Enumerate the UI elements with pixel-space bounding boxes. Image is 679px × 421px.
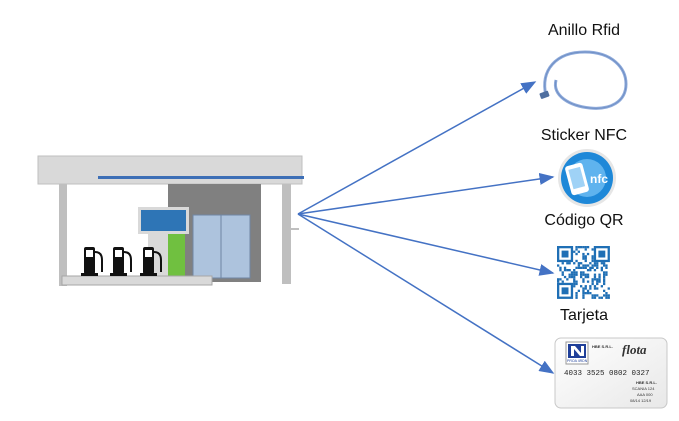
arrow-to-card — [297, 213, 555, 374]
nfc-sticker-icon: nfc — [558, 149, 616, 207]
card-number: 4033 3525 0802 0327 — [564, 370, 650, 378]
label-tarjeta: Tarjeta — [559, 307, 609, 324]
card-brand: flota — [622, 342, 647, 357]
canopy — [37, 155, 303, 185]
card-holder-line3: AAA 000 — [637, 392, 653, 397]
card-logo-small-text: HBE S.R.L. — [592, 344, 613, 349]
qr-code-icon — [555, 244, 612, 301]
arrow-to-rfid — [297, 81, 537, 215]
card-holder-line2: SCANIA 124 — [632, 386, 655, 391]
card-logo-brand-text: PROA 4RDN — [567, 359, 588, 363]
right-column — [282, 184, 291, 284]
connector-arrows — [297, 81, 555, 374]
fuel-pump-2 — [110, 247, 132, 276]
shop-window-left — [192, 214, 222, 279]
shop-window-right — [220, 214, 251, 279]
fuel-pump-1 — [81, 247, 103, 276]
arrow-to-nfc — [297, 173, 555, 215]
rfid-ring-icon — [539, 50, 628, 110]
canopy-stripe — [98, 176, 304, 179]
gas-station-icon — [37, 155, 304, 286]
fuel-pump-3 — [140, 247, 162, 276]
left-column — [59, 184, 67, 286]
ground-slab — [61, 275, 213, 286]
label-codigo-qr: Código QR — [544, 212, 624, 229]
nfc-logo-text: nfc — [590, 172, 608, 186]
station-sign-green — [165, 232, 185, 276]
label-sticker-nfc: Sticker NFC — [540, 127, 628, 144]
arrow-to-qr — [297, 213, 555, 276]
card-holder-company: HBE S.R.L. — [636, 380, 657, 385]
card-holder-line4: 08/14 12/19 — [630, 398, 652, 403]
label-anillo-rfid: Anillo Rfid — [547, 22, 621, 39]
fleet-card-icon: HBE S.R.L. PROA 4RDN flota 4033 3525 080… — [554, 337, 668, 409]
